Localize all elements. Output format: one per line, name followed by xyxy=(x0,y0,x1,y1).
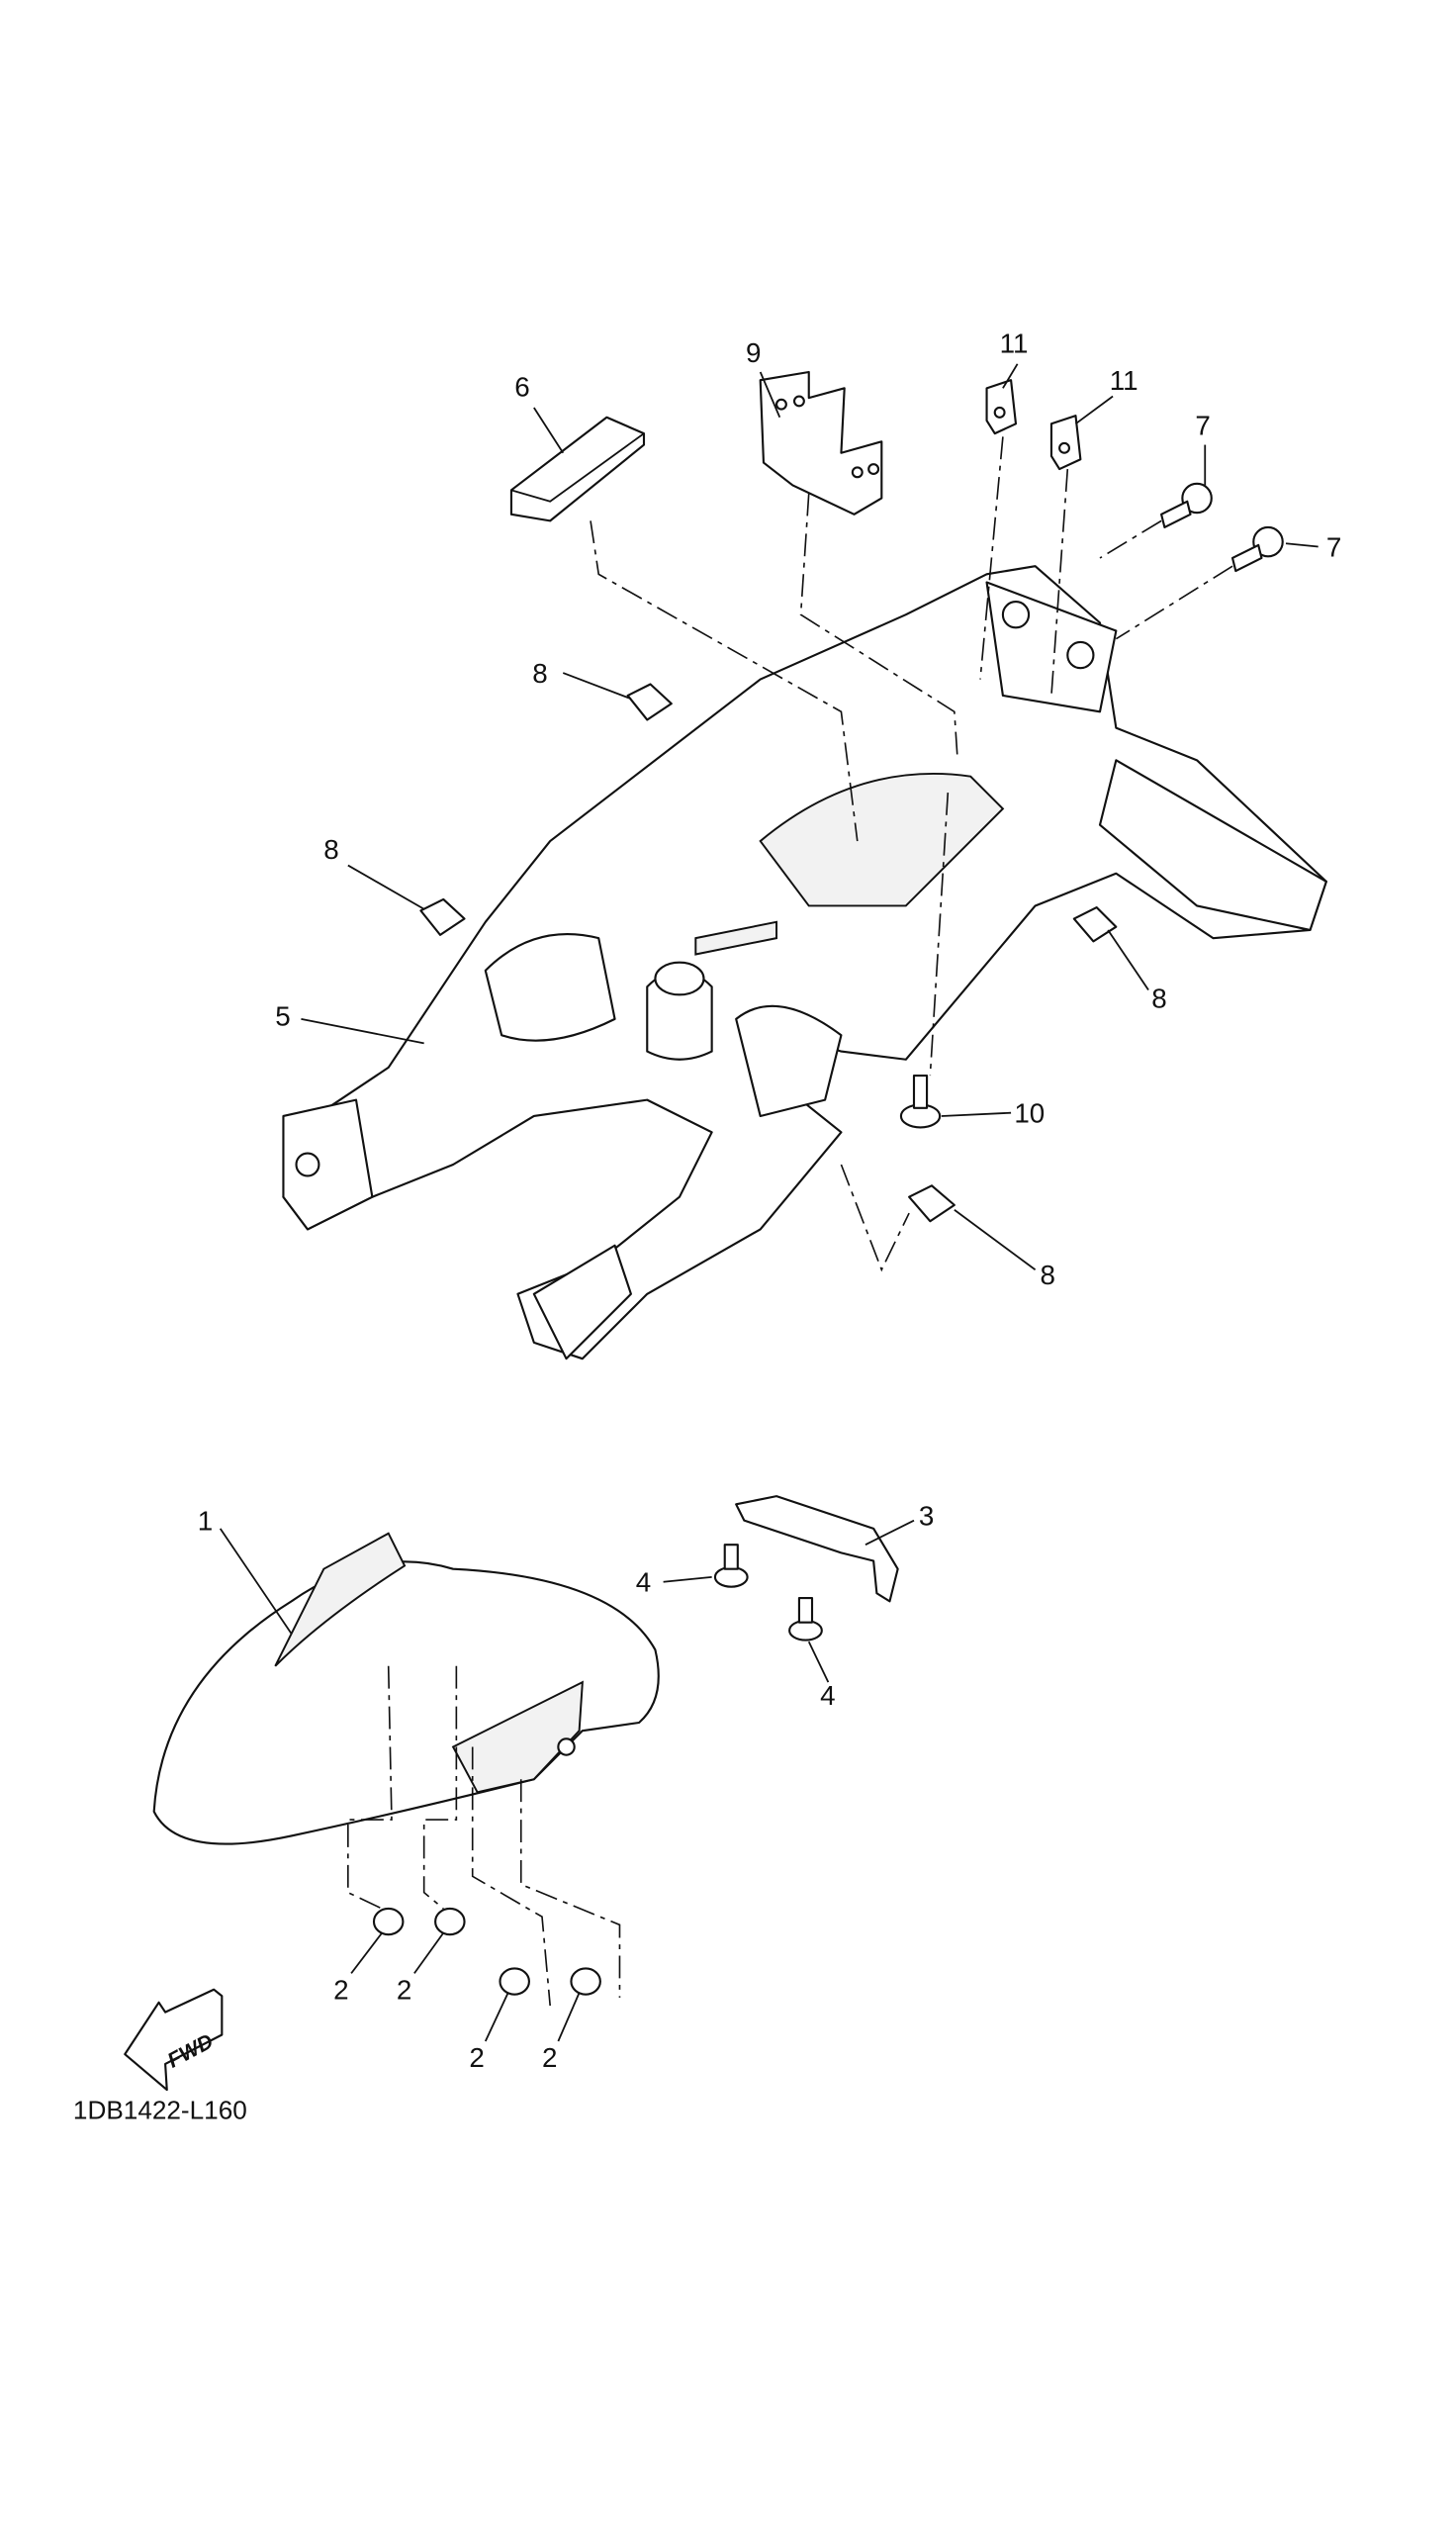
callout-3: 3 xyxy=(919,1501,934,1532)
diagram-code: 1DB1422-L160 xyxy=(73,2096,247,2125)
part-3-hose-guide xyxy=(735,1495,899,1603)
part-11-clips xyxy=(985,379,1082,471)
callout-8: 8 xyxy=(1041,1260,1055,1290)
callout-10: 10 xyxy=(1014,1098,1045,1129)
callout-2: 2 xyxy=(397,1975,411,2006)
callout-9: 9 xyxy=(746,337,761,368)
callout-2: 2 xyxy=(542,2042,557,2073)
callout-6: 6 xyxy=(514,372,529,403)
front-fender xyxy=(152,1532,660,1845)
part-7-bolts xyxy=(1160,482,1284,573)
callout-8: 8 xyxy=(532,658,547,689)
callout-7: 7 xyxy=(1326,531,1341,562)
callout-11: 11 xyxy=(1110,365,1138,396)
fwd-arrow-icon: FWD xyxy=(124,1988,224,2092)
rear-inner-fender xyxy=(282,565,1327,1360)
callout-8: 8 xyxy=(323,834,338,865)
callout-11: 11 xyxy=(1000,328,1029,358)
part-6-pad xyxy=(509,416,646,522)
part-4-bolts xyxy=(713,1544,823,1642)
callout-2: 2 xyxy=(333,1975,348,2006)
callout-2: 2 xyxy=(469,2042,484,2073)
callout-4: 4 xyxy=(636,1567,651,1598)
callout-4: 4 xyxy=(820,1680,835,1711)
callout-8: 8 xyxy=(1151,983,1166,1013)
callout-5: 5 xyxy=(275,1000,290,1031)
callout-labels: 6 9 11 11 7 7 8 8 5 8 10 8 1 3 4 4 2 2 2… xyxy=(198,328,1342,2073)
part-9-bracket xyxy=(759,370,883,516)
callout-1: 1 xyxy=(198,1505,213,1536)
part-8-nuts xyxy=(419,683,1118,1223)
part-10-bolt xyxy=(899,1075,942,1129)
part-2-bolts xyxy=(372,1907,601,1996)
callout-7: 7 xyxy=(1195,411,1210,441)
leader-lines xyxy=(219,363,1319,2042)
